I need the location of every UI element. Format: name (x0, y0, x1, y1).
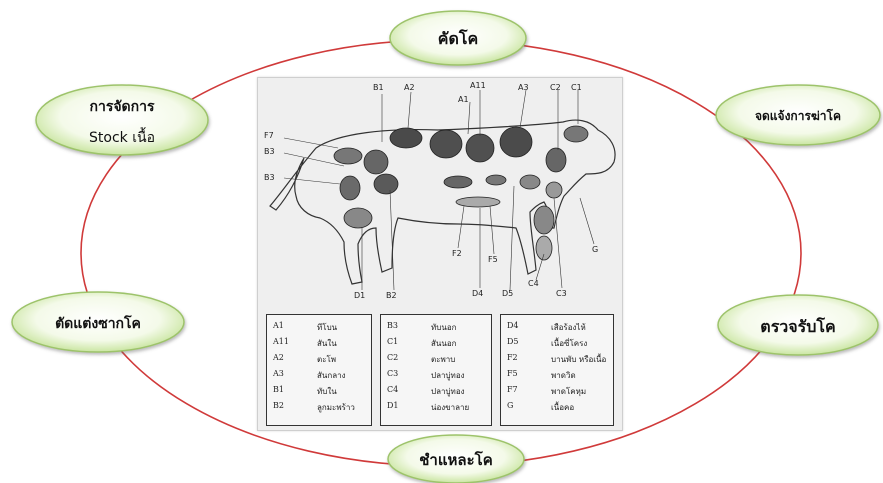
cut-label-d1: D1 (354, 291, 365, 300)
node-stock-management-label-line2: Stock เนื้อ (89, 127, 155, 146)
cut-label-a1: A1 (458, 95, 469, 104)
cut-label-a2: A2 (404, 83, 415, 92)
node-select-cattle-label: คัดโค (438, 28, 478, 48)
node-trim-carcass-label: ตัดแต่งซากโค (55, 314, 141, 332)
node-dismember-label: ชำแหละโค (419, 450, 493, 469)
node-receive-inspect-label: ตรวจรับโค (760, 316, 835, 336)
cut-label-b1: B1 (373, 83, 384, 92)
cut-label-g: G (592, 245, 598, 254)
cut-label-f2: F2 (452, 249, 462, 258)
cut-label-b2: B2 (386, 291, 397, 300)
cut-label-f7: F7 (264, 131, 274, 140)
cut-label-c2: C2 (550, 83, 561, 92)
cut-regions (334, 126, 588, 260)
cut-label-b3-lower: B3 (264, 173, 275, 182)
cut-label-f5: F5 (488, 255, 498, 264)
node-notify-slaughter-label: จดแจ้งการฆ่าโค (755, 108, 841, 123)
cow-cuts-illustration: B1 A2 A11 A1 A3 C2 C1 F7 B3 B3 F2 F5 D1 … (258, 78, 622, 314)
cut-label-d4: D4 (472, 289, 483, 298)
cut-label-a3: A3 (518, 83, 529, 92)
cut-label-a11: A11 (470, 81, 486, 90)
node-stock-management-label-line1: การจัดการ (89, 99, 154, 115)
beef-cuts-panel: B1 A2 A11 A1 A3 C2 C1 F7 B3 B3 F2 F5 D1 … (257, 77, 623, 431)
cut-label-c1: C1 (571, 83, 582, 92)
cut-label-c3: C3 (556, 289, 567, 298)
cut-label-c4: C4 (528, 279, 539, 288)
cut-label-d5: D5 (502, 289, 513, 298)
cut-label-b3-upper: B3 (264, 147, 275, 156)
